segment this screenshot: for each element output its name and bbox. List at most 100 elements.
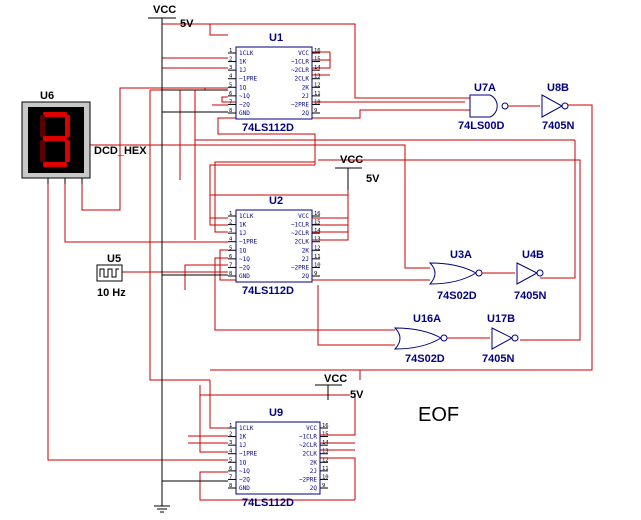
pin-number: 16	[314, 211, 321, 217]
pin-number: 14	[322, 440, 329, 446]
pin-number: 3	[229, 65, 232, 71]
pin-label: 2J	[302, 256, 309, 263]
gate-u17b-ref: U17B	[487, 313, 515, 325]
segment-e	[40, 140, 45, 162]
flipflop-ref: U9	[269, 407, 283, 419]
pin-label: 2K	[310, 459, 318, 466]
segment-f	[40, 115, 45, 137]
pin-label: 2Q	[302, 110, 310, 117]
pin-number: 15	[314, 57, 321, 63]
segment-c	[65, 140, 70, 162]
pin-label: 2CLK	[295, 239, 310, 246]
pin-label: 1CLK	[239, 213, 254, 220]
pin-label: VCC	[306, 425, 317, 432]
pin-number: 11	[314, 254, 321, 260]
nand-bubble	[501, 102, 509, 110]
inverter-bubble	[536, 269, 544, 277]
flipflop-body	[235, 46, 313, 120]
pin-number: 9	[314, 271, 317, 277]
clock-frequency: 10 Hz	[97, 287, 126, 299]
pin-number: 12	[314, 82, 321, 88]
pin-number: 3	[229, 228, 232, 234]
gate-u8b: U8B 7405N	[541, 82, 574, 132]
inverter-bubble	[511, 334, 519, 342]
segment-g	[43, 136, 67, 141]
pin-number: 1	[229, 423, 232, 429]
inverter-gate-icon	[541, 94, 564, 118]
nor-gate-icon	[428, 262, 477, 285]
pin-label: ~1PRE	[239, 451, 257, 458]
pin-label: GND	[239, 485, 250, 492]
display-ref: U6	[40, 90, 54, 102]
pin-number: 1	[229, 211, 232, 217]
inverter-gate-icon	[491, 327, 514, 350]
pin-label: ~1CLR	[291, 59, 309, 66]
pin-label: GND	[239, 273, 250, 280]
vcc-supply-3: VCC 5V	[315, 373, 364, 401]
segment-b	[65, 115, 70, 137]
pin-number: 14	[314, 228, 321, 234]
clock-ref: U5	[107, 253, 121, 265]
pin-label: ~1Q	[239, 93, 250, 100]
pin-number: 12	[322, 457, 329, 463]
pin-number: 7	[229, 99, 232, 105]
flipflop-body	[235, 209, 313, 283]
pin-number: 6	[229, 91, 232, 97]
gate-u4b: U4B 7405N	[514, 249, 546, 302]
pin-number: 11	[314, 91, 321, 97]
pin-number: 10	[322, 474, 329, 480]
pin-number: 14	[314, 65, 321, 71]
nor-gate-icon	[393, 327, 442, 350]
gate-u3a-ref: U3A	[450, 249, 472, 261]
pin-label: ~2CLR	[299, 442, 317, 449]
pin-label: ~2Q	[239, 264, 250, 271]
pin-label: 2J	[302, 93, 309, 100]
vcc-supply-1: VCC 5V	[148, 4, 194, 40]
segment-a	[43, 112, 67, 117]
pin-label: 2J	[310, 468, 317, 475]
pin-number: 13	[314, 74, 321, 80]
pin-number: 2	[229, 57, 232, 63]
pin-number: 5	[229, 245, 232, 251]
pin-number: 2	[229, 432, 232, 438]
vcc-3-label: VCC	[324, 373, 347, 385]
pin-label: ~2CLR	[291, 67, 309, 74]
pin-number: 1	[229, 48, 232, 54]
pin-label: 2CLK	[295, 76, 310, 83]
pin-label: 2Q	[302, 273, 310, 280]
display-part: DCD_HEX	[94, 145, 147, 157]
pin-number: 4	[229, 237, 233, 243]
flipflop-ref: U1	[269, 32, 283, 44]
inverter-bubble	[561, 102, 569, 110]
pin-number: 13	[314, 237, 321, 243]
pin-number: 15	[322, 432, 329, 438]
pin-number: 10	[314, 99, 321, 105]
segment-d	[43, 162, 67, 167]
ground-net	[161, 18, 228, 506]
pin-label: 1K	[239, 59, 247, 66]
gate-u8b-part: 7405N	[542, 120, 574, 132]
pin-label: VCC	[298, 213, 309, 220]
pin-label: ~1Q	[239, 256, 250, 263]
display-segments	[40, 112, 70, 167]
flipflop-part: 74LS112D	[242, 497, 294, 509]
pin-number: 7	[229, 262, 232, 268]
gate-u17b-part: 7405N	[482, 353, 514, 365]
pin-number: 16	[322, 423, 329, 429]
pin-label: ~1CLR	[291, 222, 309, 229]
gate-u3a-part: 74S02D	[437, 290, 477, 302]
pin-number: 16	[314, 48, 321, 54]
gate-u17b: U17B 7405N	[482, 313, 519, 365]
gate-u7a: U7A 74LS00D	[458, 82, 540, 132]
pin-number: 6	[229, 466, 232, 472]
pin-number: 2	[229, 220, 232, 226]
gate-u7a-part: 74LS00D	[458, 120, 505, 132]
ground-symbol	[154, 505, 170, 513]
pin-label: VCC	[298, 50, 309, 57]
gate-u8b-ref: U8B	[547, 82, 569, 94]
inverter-gate-icon	[516, 262, 539, 285]
clock-body	[96, 264, 123, 282]
pin-number: 7	[229, 474, 232, 480]
